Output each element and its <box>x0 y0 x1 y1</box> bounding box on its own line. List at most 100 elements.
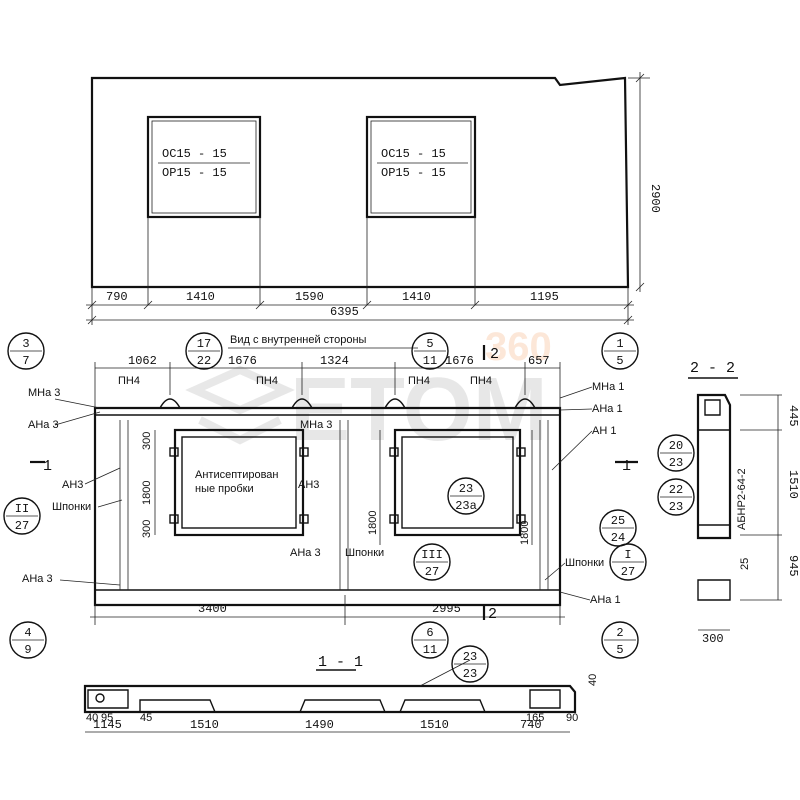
callout-5-top: II <box>15 502 29 516</box>
inner-top-dim-5: 657 <box>528 354 550 368</box>
callout-2-top: 17 <box>197 337 211 351</box>
v-dim-1800-left: 1800 <box>141 481 153 505</box>
opening-left <box>173 428 305 537</box>
callout-7: III 27 <box>413 543 451 581</box>
s11-small-95: 95 <box>101 712 113 724</box>
s22-dim-1510: 1510 <box>786 470 800 499</box>
s11-small-90: 90 <box>566 712 578 724</box>
label-shponki-right: Шпонки <box>565 557 604 569</box>
label-ana3-center: АНа 3 <box>290 547 321 559</box>
inner-view: Антисептирован ные пробки 1062 1676 1324… <box>22 345 638 625</box>
s22-dim-445: 445 <box>786 405 800 427</box>
elev-dim-4: 1410 <box>402 290 431 304</box>
watermark: ЕТОМ 360 <box>185 325 552 460</box>
callout-13-bottom: 23 <box>463 667 477 681</box>
label-shponki-left: Шпонки <box>52 501 91 513</box>
v-dim-1800-mid: 1800 <box>367 511 379 535</box>
s11-dim-4: 1510 <box>420 718 449 732</box>
label-an3-center: АН3 <box>298 479 319 491</box>
s11-small-40: 40 <box>86 712 98 724</box>
callout-13-top: 23 <box>463 650 477 664</box>
facade-elevation: ОС15 - 15 ОР15 - 15 ОС15 - 15 ОР15 - 15 … <box>86 72 662 325</box>
section-mark-1-left: 1 <box>43 458 52 475</box>
label-mna1-right: МНа 1 <box>592 381 624 393</box>
view-title: Вид с внутренней стороны <box>230 334 367 346</box>
callout-8-bottom: 24 <box>611 531 625 545</box>
section-11-title: 1 - 1 <box>318 654 363 671</box>
callout-5-bottom: 27 <box>15 519 29 533</box>
callout-15-top: 22 <box>669 483 683 497</box>
label-ana3-bottom-left: АНа 3 <box>22 573 53 585</box>
callout-8-top: 25 <box>611 514 625 528</box>
inner-top-dim-2: 1676 <box>228 354 257 368</box>
section-mark-1-right: 1 <box>622 458 631 475</box>
callout-group: 37172251115II272323аIII272524I2749611252… <box>3 332 695 683</box>
callout-9-bottom: 27 <box>621 565 635 579</box>
callout-11-top: 6 <box>426 626 433 640</box>
watermark-text: ЕТОМ <box>290 360 548 460</box>
callout-5: II 27 <box>3 497 41 535</box>
pn-label-4: ПН4 <box>470 375 492 387</box>
callout-12-bottom: 5 <box>616 643 623 657</box>
callout-6-bottom: 23а <box>455 499 477 513</box>
label-mna3-left: МНа 3 <box>28 387 60 399</box>
antiseptic-label-2: ные пробки <box>195 483 254 495</box>
inner-top-dim-1: 1062 <box>128 354 157 368</box>
inner-bottom-dim-2: 2995 <box>432 602 461 616</box>
callout-4: 15 <box>601 332 639 370</box>
label-an1-right: АН 1 <box>592 425 616 437</box>
callout-10-bottom: 9 <box>24 643 31 657</box>
v-dim-300-bottom: 300 <box>141 520 153 538</box>
section-mark-2-bottom: 2 <box>488 606 497 623</box>
s11-small-40-right: 40 <box>587 674 599 686</box>
s11-dim-1: 1145 <box>93 718 122 732</box>
opening-right <box>393 428 522 537</box>
s22-dim-300: 300 <box>702 632 724 646</box>
callout-14-top: 20 <box>669 439 683 453</box>
callout-1: 37 <box>7 332 45 370</box>
callout-11-bottom: 11 <box>423 643 437 657</box>
inner-bottom-dim-1: 3400 <box>198 602 227 616</box>
callout-12-top: 2 <box>616 626 623 640</box>
elev-dim-3: 1590 <box>295 290 324 304</box>
callout-9: I27 <box>609 543 647 581</box>
inner-top-dim-4: 1676 <box>445 354 474 368</box>
s22-dim-25: 25 <box>739 558 751 570</box>
label-an3-left: АН3 <box>62 479 83 491</box>
callout-14-bottom: 23 <box>669 456 683 470</box>
s11-dim-3: 1490 <box>305 718 334 732</box>
callout-3-top: 5 <box>426 337 433 351</box>
elev-dim-1: 790 <box>106 290 128 304</box>
s11-small-165: 165 <box>526 712 544 724</box>
inner-top-dim-3: 1324 <box>320 354 349 368</box>
callout-12: 25 <box>601 621 639 659</box>
window-left-mark-2: ОР15 - 15 <box>162 166 227 180</box>
window-left <box>146 115 262 219</box>
callout-10-top: 4 <box>24 626 31 640</box>
callout-1-top: 3 <box>22 337 29 351</box>
section-mark-2-top: 2 <box>490 346 499 363</box>
s11-dim-5: 740 <box>520 718 542 732</box>
elev-dim-2: 1410 <box>186 290 215 304</box>
v-dim-300-top: 300 <box>141 432 153 450</box>
callout-3-bottom: 11 <box>423 354 437 368</box>
callout-7-bottom: 27 <box>425 565 439 579</box>
callout-3: 511 <box>411 332 449 370</box>
pn-label-2: ПН4 <box>256 375 278 387</box>
section-22-title: 2 - 2 <box>690 360 735 377</box>
callout-4-top: 1 <box>616 337 623 351</box>
window-right <box>365 115 477 219</box>
elev-dim-5: 1195 <box>530 290 559 304</box>
v-dim-1800-right: 1800 <box>519 521 531 545</box>
callout-1-bottom: 7 <box>22 354 29 368</box>
callout-7-top: III <box>421 548 443 562</box>
window-right-mark-1: ОС15 - 15 <box>381 147 446 161</box>
s22-mark: АБНР2-64-2 <box>736 468 748 530</box>
s11-dim-2: 1510 <box>190 718 219 732</box>
